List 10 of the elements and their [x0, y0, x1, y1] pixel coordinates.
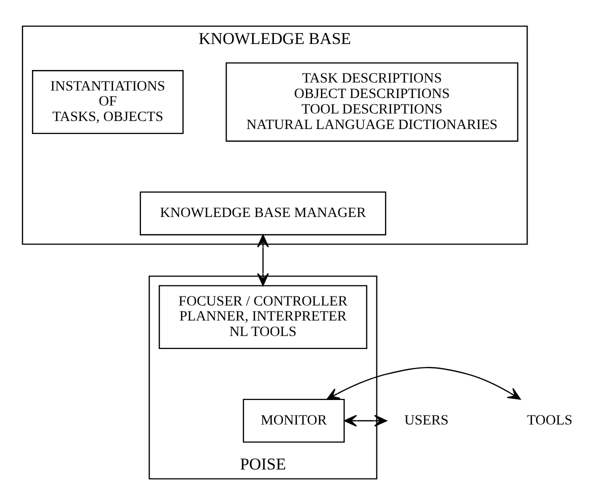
arrow — [326, 366, 521, 400]
node-box: FOCUSER / CONTROLLER PLANNER, INTERPRETER NL TOOLS — [158, 284, 368, 349]
arrow — [257, 234, 269, 286]
node-text: USERS — [404, 412, 449, 428]
arrow — [344, 414, 388, 426]
node-box: TASK DESCRIPTIONS OBJECT DESCRIPTIONS TOOL DESCRIPTIONS NATURAL LANGUAGE DICTIONARIES — [226, 62, 518, 142]
node-box: MONITOR — [242, 398, 345, 442]
node-box: KNOWLEDGE BASE MANAGER — [140, 190, 386, 235]
node-text: TOOLS — [526, 412, 572, 428]
node-box: INSTANTIATIONS OF TASKS, OBJECTS — [32, 70, 184, 134]
